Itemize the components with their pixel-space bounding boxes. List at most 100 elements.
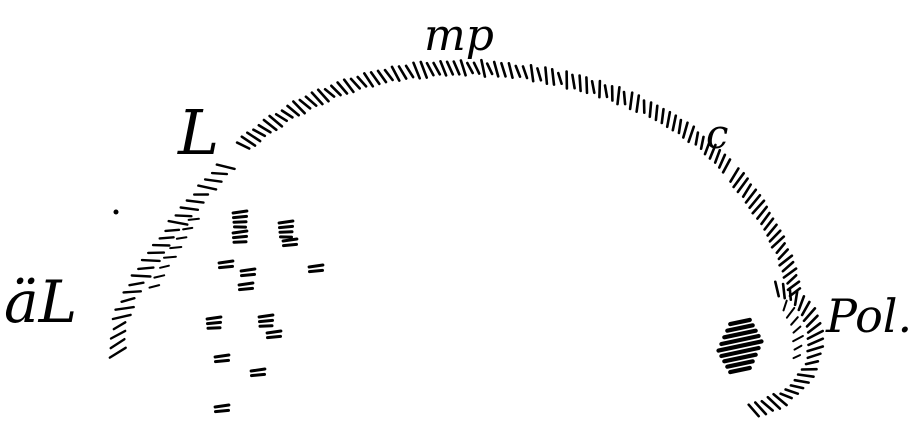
hook-stroke [808,347,823,352]
arc-stroke [531,65,533,81]
arc-stroke [276,114,287,121]
label-L: L [177,96,219,169]
outer-arc-stroke [160,266,169,268]
arc-stroke [259,125,271,132]
outer-arc-stroke [138,268,153,269]
outer-arc-stroke [122,298,135,302]
hook-stroke [783,284,785,298]
hook-stroke [787,308,794,318]
arc-stroke [630,93,632,109]
arc-stroke [637,96,639,112]
arc-stroke [656,106,657,120]
hook-stroke [795,346,802,350]
outer-arc-stroke [113,315,131,319]
arc-stroke [599,81,600,97]
label-mp: mp [424,10,494,61]
scatter-stroke [239,283,253,285]
outer-arc-stroke [111,339,125,348]
arc-stroke [537,68,541,80]
arc-stroke [300,100,310,108]
arc-stroke [414,63,420,79]
scatter-stroke [309,265,323,267]
outer-arc-stroke [205,179,221,181]
scatter-stroke [233,231,247,233]
arc-stroke [474,63,479,74]
scatter-stroke [284,244,297,245]
arc-stroke [523,67,527,79]
arc-stroke [777,243,785,252]
hook-stroke [794,327,801,333]
scatter-stroke [242,274,255,275]
scatter-stroke [252,374,265,375]
arc-stroke [371,72,379,84]
arc-stroke [673,116,676,131]
scatter-stroke [259,315,273,317]
arc-stroke [487,64,492,74]
arc-stroke [762,213,770,224]
hook-stroke [790,289,791,300]
scatter-stroke [240,288,253,289]
arc-stroke [447,62,453,75]
outer-arc-stroke [187,201,204,203]
scatter-stroke [215,405,229,407]
scatter-stroke [283,239,297,241]
scatter-stroke [279,221,293,223]
arc-stroke [441,61,447,75]
arc-stroke [558,73,561,84]
arc-stroke [378,71,386,82]
arc-stroke [253,130,264,136]
arc-stroke [689,127,694,142]
arc-stroke [650,103,651,117]
arc-stroke [282,111,292,118]
outer-arc-stroke [110,348,126,358]
arc-stroke [461,61,466,76]
scatter-stroke [219,261,233,263]
scatter-stroke [280,226,293,227]
arc-stroke [501,63,505,76]
arc-stroke [399,67,406,79]
scatter-stroke [215,355,229,357]
hook-stroke [795,292,797,305]
scatter-stroke [267,331,281,333]
arc-stroke [467,63,472,73]
hook-stroke [795,380,809,382]
arc-stroke [788,275,797,283]
arc-stroke [618,87,620,104]
scatter-stroke [216,410,229,411]
scatter-stroke [207,317,221,319]
label-aL: äL [4,268,77,336]
arc-stroke [242,137,255,146]
scatter-stroke [216,360,229,361]
outer-arc-stroke [170,247,181,248]
arc-stroke [454,62,460,75]
arc-stroke [586,77,587,92]
hook-stroke [762,401,773,410]
arc-stroke [723,160,730,173]
stray-dot [114,210,119,215]
outer-arc-stroke [212,173,227,174]
arc-stroke [331,86,340,95]
hook-stroke [793,336,803,341]
outer-arc-stroke [177,237,187,239]
arc-stroke [683,123,687,138]
arc-stroke [783,262,793,271]
arc-stroke [406,66,413,77]
outer-arc-stroke [160,237,174,238]
main-arc [237,60,800,296]
hook-stroke [808,354,821,358]
outer-arc-stroke [124,291,141,292]
pol-blob [719,320,762,372]
arc-stroke [237,143,249,149]
arc-stroke [605,86,607,97]
outer-arc-stroke [130,283,144,286]
arc-stroke [494,62,498,76]
arc-stroke [592,81,594,93]
arc-stroke [731,169,739,182]
arc-stroke [572,75,574,88]
scatter-stroke [268,336,281,337]
hook-stroke [806,361,818,364]
hook-stroke [786,390,798,394]
hook-stroke [781,394,792,398]
scatter-marks [207,211,323,412]
